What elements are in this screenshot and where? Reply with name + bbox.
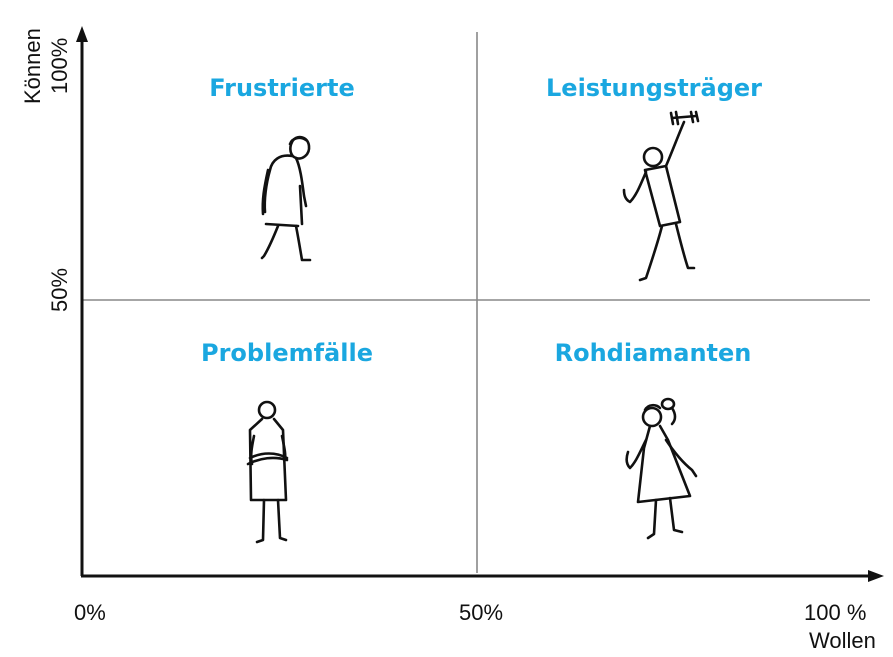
x-axis-arrow: [868, 570, 884, 582]
y-axis-arrow: [76, 26, 88, 42]
y-tick-100: 100%: [47, 38, 72, 94]
x-tick-100: 100 %: [804, 600, 866, 625]
rough-diamond-person-icon: [625, 397, 698, 540]
x-tick-50: 50%: [459, 600, 503, 625]
y-axis-label: Können: [20, 28, 45, 104]
y-tick-50: 50%: [47, 268, 72, 312]
high-performer-person-icon: [622, 110, 700, 282]
frustrated-person-icon: [260, 135, 312, 262]
quadrant-label-frustrierte: Frustrierte: [209, 74, 354, 102]
quadrant-label-leistungstraeger: Leistungsträger: [546, 74, 762, 102]
quadrant-label-problemfaelle: Problemfälle: [201, 339, 373, 367]
x-tick-0: 0%: [74, 600, 106, 625]
quadrant-label-rohdiamanten: Rohdiamanten: [555, 339, 752, 367]
x-axis-label: Wollen: [809, 628, 876, 653]
problem-case-person-icon: [246, 400, 289, 544]
